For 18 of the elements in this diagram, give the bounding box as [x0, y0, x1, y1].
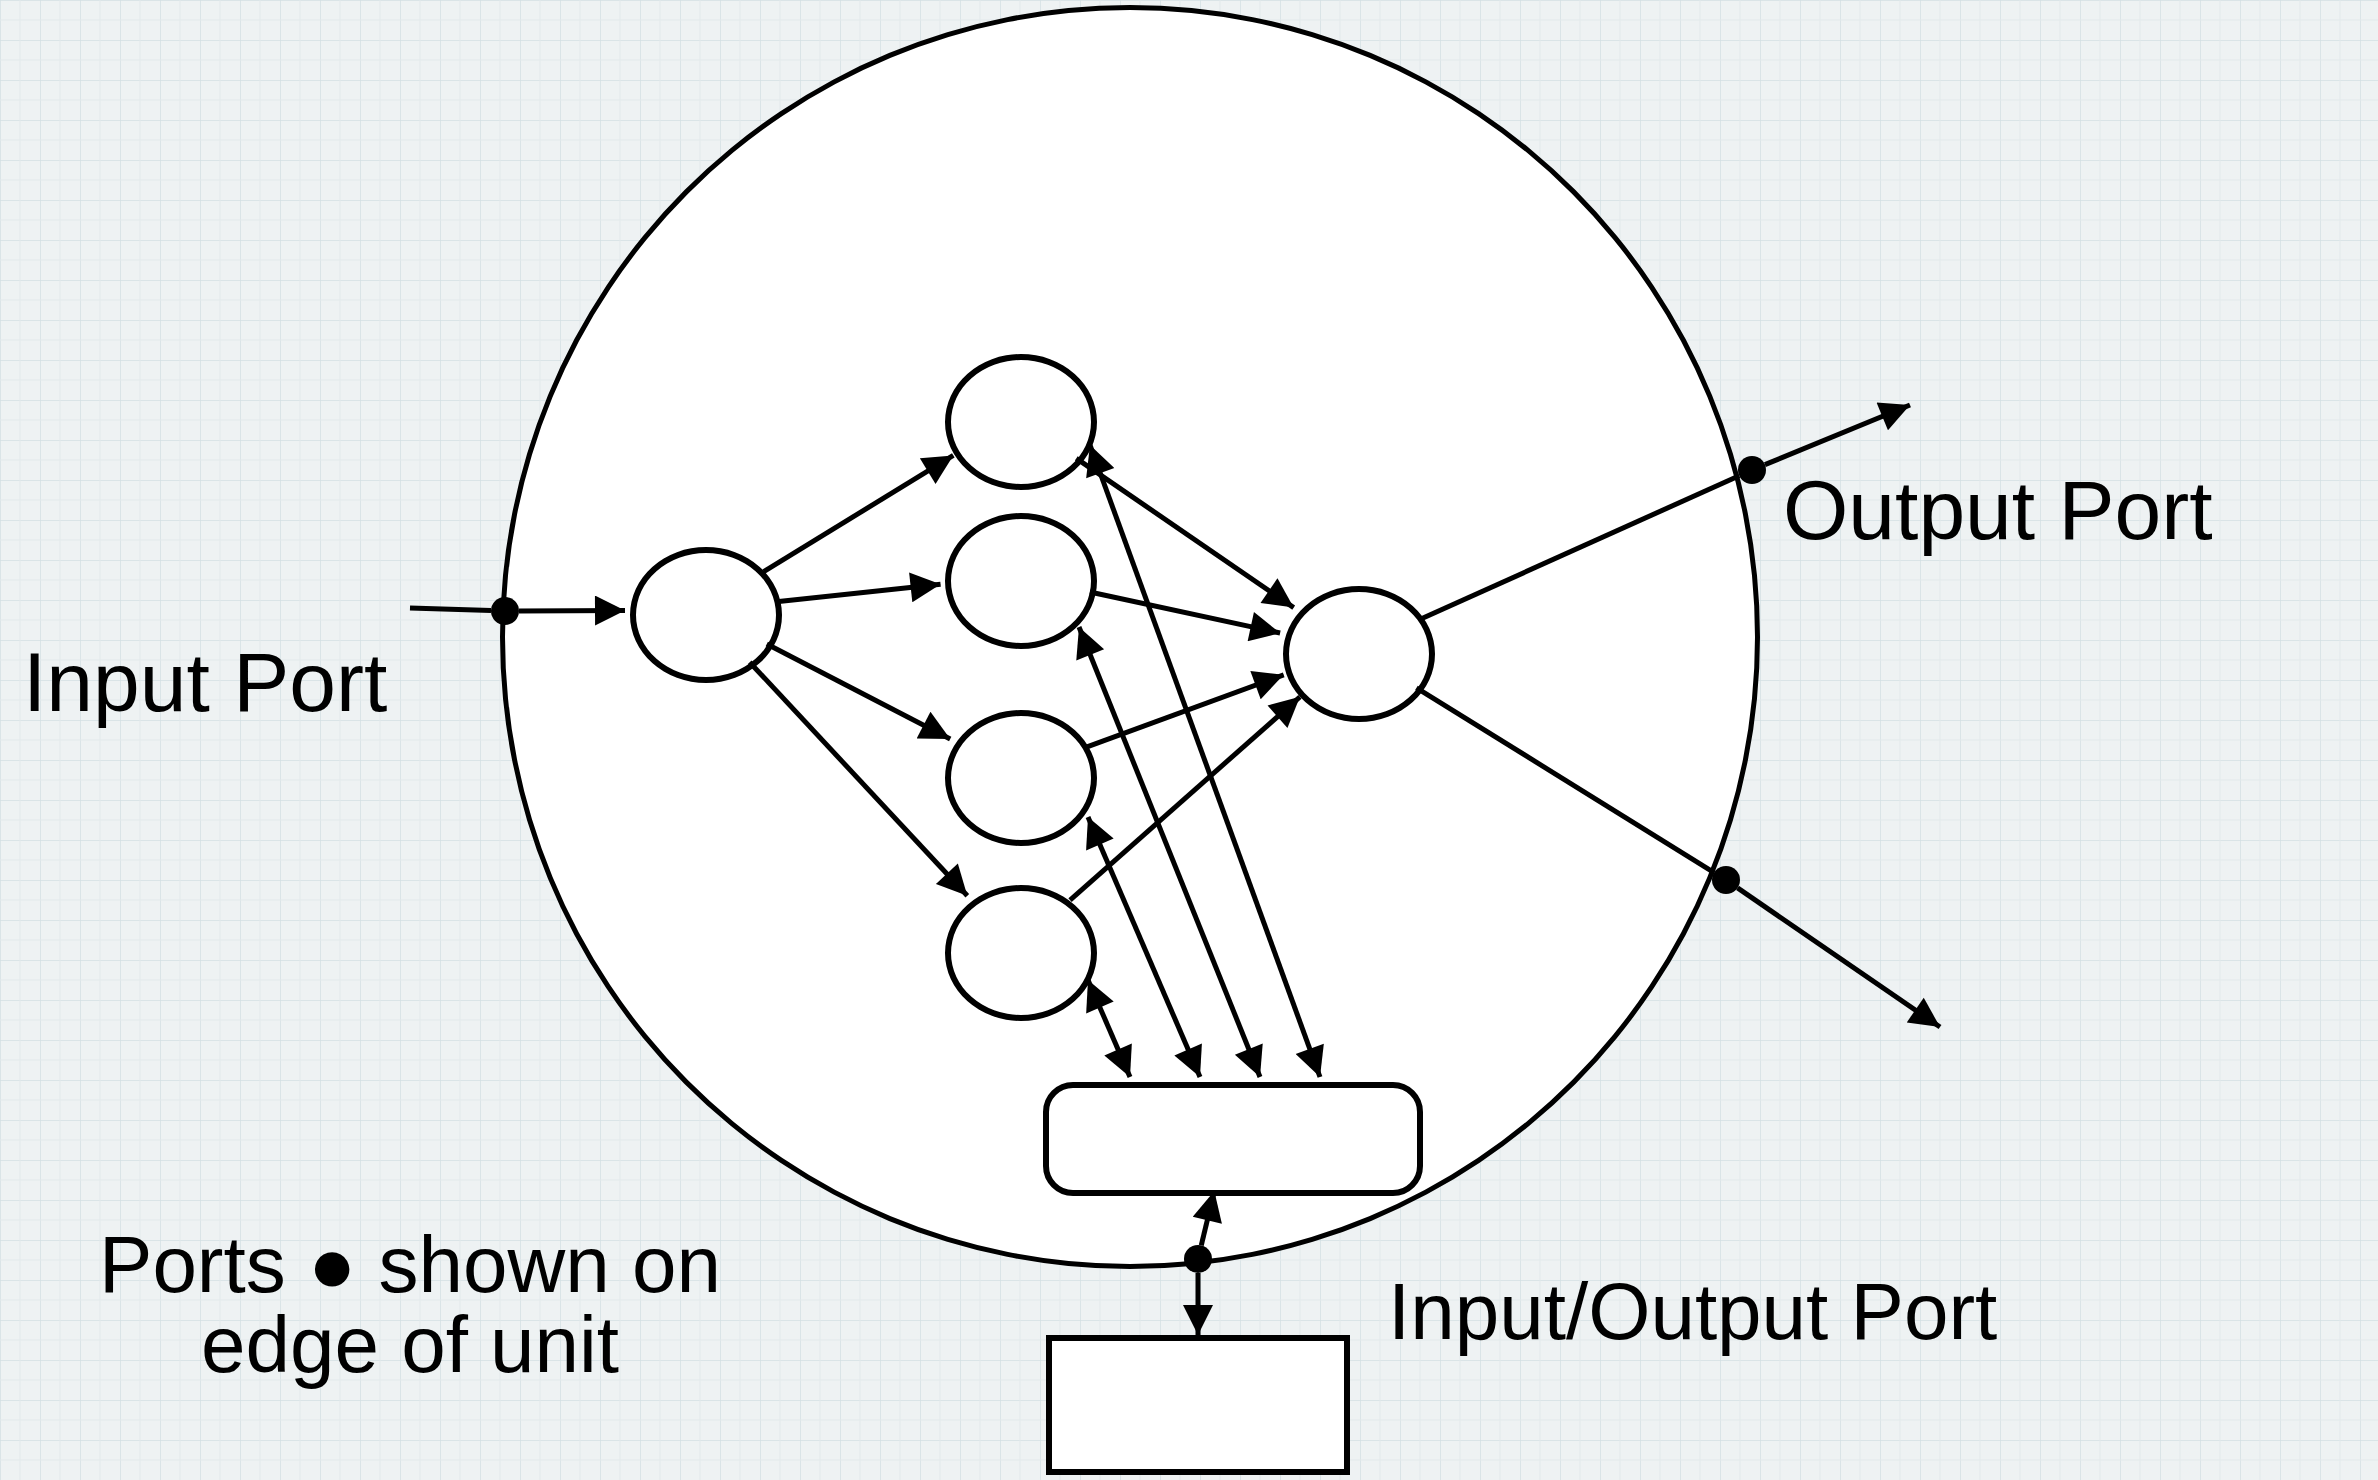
arrow — [1074, 456, 1296, 610]
arrow — [1736, 885, 1942, 1030]
arrow — [1764, 402, 1911, 467]
arrow — [1085, 979, 1133, 1078]
arrow — [1068, 694, 1302, 903]
arrow — [776, 572, 941, 605]
arrow — [762, 453, 955, 574]
arrow — [1183, 1273, 1213, 1335]
arrow — [747, 660, 970, 898]
arrow — [519, 595, 625, 626]
arrow — [1085, 816, 1203, 1078]
arrow — [1085, 671, 1285, 750]
external-box — [1046, 1335, 1350, 1475]
arrow — [765, 641, 952, 742]
arrow — [1086, 444, 1324, 1078]
rounded-box — [1043, 1082, 1423, 1196]
arrow — [1076, 626, 1263, 1078]
arrow — [1089, 589, 1281, 642]
